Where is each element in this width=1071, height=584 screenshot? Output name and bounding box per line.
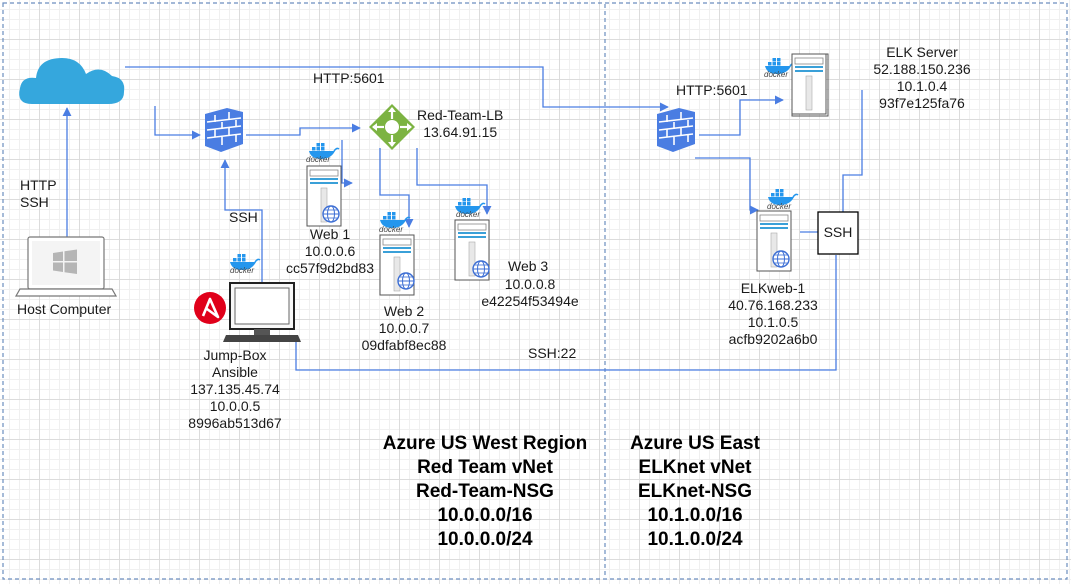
web1-name: Web 1 (309, 226, 351, 242)
web1-label: Web 1 10.0.0.6 cc57f9d2bd83 (278, 226, 382, 277)
label-http: HTTP (20, 177, 57, 193)
elk-server-label: ELK Server 52.188.150.236 10.1.0.4 93f7e… (860, 44, 984, 112)
elkweb1-public-ip: 40.76.168.233 (728, 297, 818, 313)
ssh-box (817, 211, 859, 255)
jump-box-icon (223, 253, 301, 342)
region-east-line-3: ELKnet-NSG (638, 481, 752, 502)
ssh-box-label: SSH (823, 224, 853, 240)
web3-name: Web 3 (508, 258, 549, 274)
elk-server-name: ELK Server (886, 44, 958, 60)
load-balancer-ip: 13.64.91.15 (423, 124, 498, 140)
region-west-line-1: Azure US West Region (382, 433, 588, 454)
ansible-logo-icon (194, 292, 226, 324)
internet-cloud-icon (19, 58, 125, 104)
label-http-5601-top: HTTP:5601 (313, 70, 385, 86)
elk-server-icon (764, 53, 829, 117)
connector-ssh-22 (295, 255, 837, 371)
load-balancer-icon (369, 104, 415, 150)
firewall-west-icon (204, 107, 244, 153)
elk-server-ip: 10.1.0.4 (896, 78, 948, 94)
connector-lb-to-web2 (379, 148, 414, 228)
web1-ip: 10.0.0.6 (304, 243, 356, 259)
web3-details: 10.0.0.8 e42254f53494e (470, 276, 590, 310)
web2-ip: 10.0.0.7 (378, 320, 430, 336)
web1-globe-icon (322, 205, 340, 223)
web1-id: cc57f9d2bd83 (286, 260, 374, 276)
host-computer-icon (14, 236, 118, 297)
region-east-line-2: ELKnet vNet (638, 457, 752, 478)
region-east-line-5: 10.1.0.0/24 (647, 529, 743, 550)
label-http-ssh: HTTP SSH (20, 177, 57, 211)
region-east-line-4: 10.1.0.0/16 (647, 505, 743, 526)
label-http-5601-right: HTTP:5601 (676, 82, 748, 98)
elkweb1-label: ELKweb-1 40.76.168.233 10.1.0.5 acfb9202… (718, 280, 828, 348)
label-ssh-jump: SSH (229, 209, 258, 225)
web2-label: Web 2 10.0.0.7 09dfabf8ec88 (352, 303, 456, 354)
connector-elk-firewall-to-elkweb (695, 157, 759, 215)
elkweb1-ip: 10.1.0.5 (747, 314, 799, 330)
region-west-line-3: Red-Team-NSG (416, 481, 554, 502)
web3-docker-caption: docker (456, 210, 481, 219)
connector-elk-firewall-to-elk-server (699, 95, 784, 136)
jump-box-ip: 10.0.0.5 (209, 398, 261, 414)
connector-cloud-to-firewall (154, 106, 201, 140)
label-ssh-22: SSH:22 (528, 345, 577, 361)
elkweb1-name: ELKweb-1 (740, 280, 806, 296)
connector-lb-to-web3 (416, 148, 492, 215)
elkweb1-globe-icon (772, 250, 790, 268)
jump-box-docker-caption: docker (230, 266, 255, 275)
load-balancer-label: Red-Team-LB 13.64.91.15 (417, 107, 503, 141)
web3-id: e42254f53494e (481, 293, 579, 309)
connector-ssh-to-elk-server (842, 90, 863, 212)
firewall-east-icon (656, 107, 696, 153)
web2-id: 09dfabf8ec88 (361, 337, 447, 353)
connectors (62, 66, 863, 371)
elk-server-docker-caption: docker (764, 70, 789, 79)
web2-globe-icon (397, 272, 415, 290)
connector-cloud-to-elk-firewall (125, 66, 669, 112)
elkweb1-docker-caption: docker (767, 202, 792, 211)
region-east-label: Azure US East ELKnet vNet ELKnet-NSG 10.… (610, 432, 780, 552)
elkweb1-id: acfb9202a6b0 (728, 331, 818, 347)
connector-firewall-to-lb (246, 123, 361, 136)
web3-globe-icon (472, 260, 490, 278)
jump-box-public-ip: 137.135.45.74 (190, 381, 280, 397)
region-west-label: Azure US West Region Red Team vNet Red-T… (365, 432, 605, 552)
web2-docker-caption: docker (379, 225, 404, 234)
host-computer-label: Host Computer (17, 301, 112, 317)
label-ssh: SSH (20, 194, 49, 210)
jump-box-role: Ansible (212, 364, 258, 380)
connector-jumpbox-ssh-to-firewall (220, 159, 263, 283)
jump-box-name: Jump-Box (203, 347, 267, 363)
web1-docker-caption: docker (306, 155, 331, 164)
region-east-line-1: Azure US East (630, 433, 760, 454)
web2-name: Web 2 (383, 303, 425, 319)
connector-lb-to-web1 (341, 140, 353, 188)
load-balancer-name: Red-Team-LB (417, 107, 504, 123)
web3-ip: 10.0.0.8 (504, 276, 556, 292)
jump-box-id: 8996ab513d67 (188, 415, 282, 431)
elk-server-id: 93f7e125fa76 (879, 95, 965, 111)
region-west-line-5: 10.0.0.0/24 (437, 529, 533, 550)
region-west-line-2: Red Team vNet (417, 457, 553, 478)
elk-server-public-ip: 52.188.150.236 (873, 61, 971, 77)
region-west-line-4: 10.0.0.0/16 (437, 505, 533, 526)
jump-box-label: Jump-Box Ansible 137.135.45.74 10.0.0.5 … (180, 347, 290, 432)
